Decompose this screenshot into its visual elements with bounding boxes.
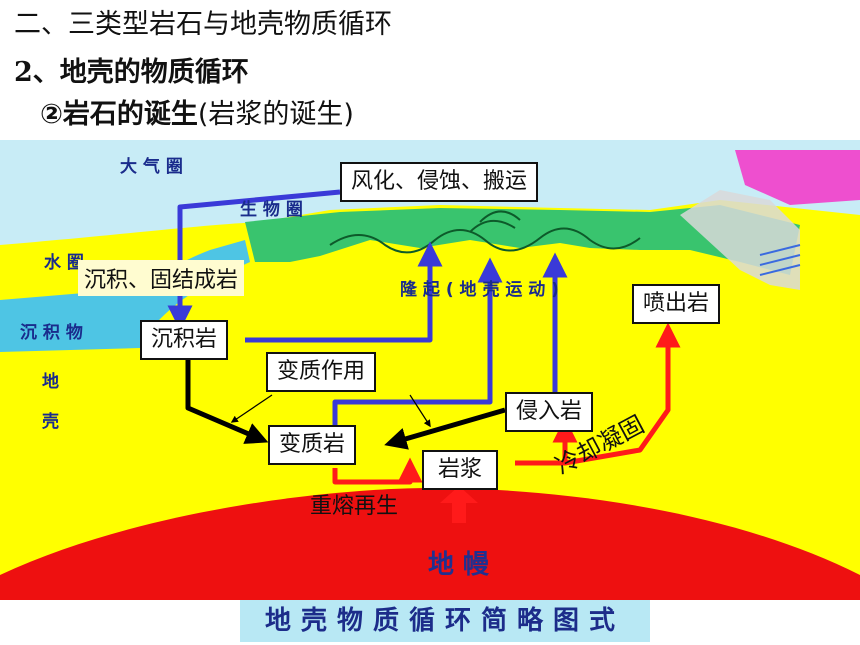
- box-intrusive-rock: 侵入岩: [505, 392, 594, 432]
- vegetation: [245, 205, 800, 275]
- metamorphism-pointer-lines: [230, 394, 431, 428]
- label-atmosphere: 大 气 圈: [120, 157, 183, 177]
- arrow-metamorphic-remelting: [332, 457, 423, 485]
- section-title: 2、地壳的物质循环: [14, 57, 249, 88]
- box-sedimentary-rock: 沉积岩: [140, 320, 229, 360]
- box-magma: 岩浆: [422, 450, 499, 490]
- mantle-upflow: [452, 497, 466, 523]
- fold-lines: [329, 210, 641, 254]
- mantle: [0, 488, 860, 600]
- box-extrusive-rock: 喷出岩: [632, 284, 721, 324]
- box-metamorphism: 变质作用: [266, 352, 377, 392]
- arrow-sedimentary-to-metamorphic: [185, 358, 269, 444]
- arrow-metamorphic-uplift: [332, 257, 503, 425]
- arrow-intrusive-to-metamorphic: [384, 407, 506, 450]
- rock-strata: [759, 244, 801, 276]
- subsection-paren: (岩浆的诞生): [197, 99, 354, 130]
- subsection-title: ②岩石的诞生(岩浆的诞生): [40, 98, 354, 132]
- label-sediment: 沉 积 物: [20, 323, 83, 343]
- label-hydrosphere: 水 圈: [44, 253, 84, 273]
- box-deposition: 沉积、固结成岩: [78, 260, 245, 296]
- arrow-sedimentary-uplift: [245, 241, 443, 343]
- slide-title: 二、三类型岩石与地壳物质循环: [14, 9, 392, 40]
- label-uplift: 隆 起 ( 地 壳 运 动 ): [400, 280, 559, 300]
- mantle-upflow-head: [440, 486, 478, 503]
- label-biosphere: 生 物 圈: [240, 200, 303, 220]
- box-weathering: 风化、侵蚀、搬运: [340, 162, 539, 202]
- black-arrows: [185, 358, 506, 450]
- label-remelting: 重熔再生: [310, 494, 399, 519]
- volcano-plume: [735, 150, 860, 205]
- subsection-main: ②岩石的诞生: [40, 99, 198, 130]
- box-metamorphic-rock: 变质岩: [268, 425, 357, 465]
- label-mantle: 地 幔: [428, 550, 490, 580]
- label-crust: 地 壳: [42, 372, 59, 432]
- red-arrows: [332, 322, 681, 485]
- mountain: [680, 190, 800, 290]
- diagram-caption: 地壳物质循环简略图式: [240, 600, 650, 642]
- arrow-magma-to-extrusive: [564, 322, 681, 466]
